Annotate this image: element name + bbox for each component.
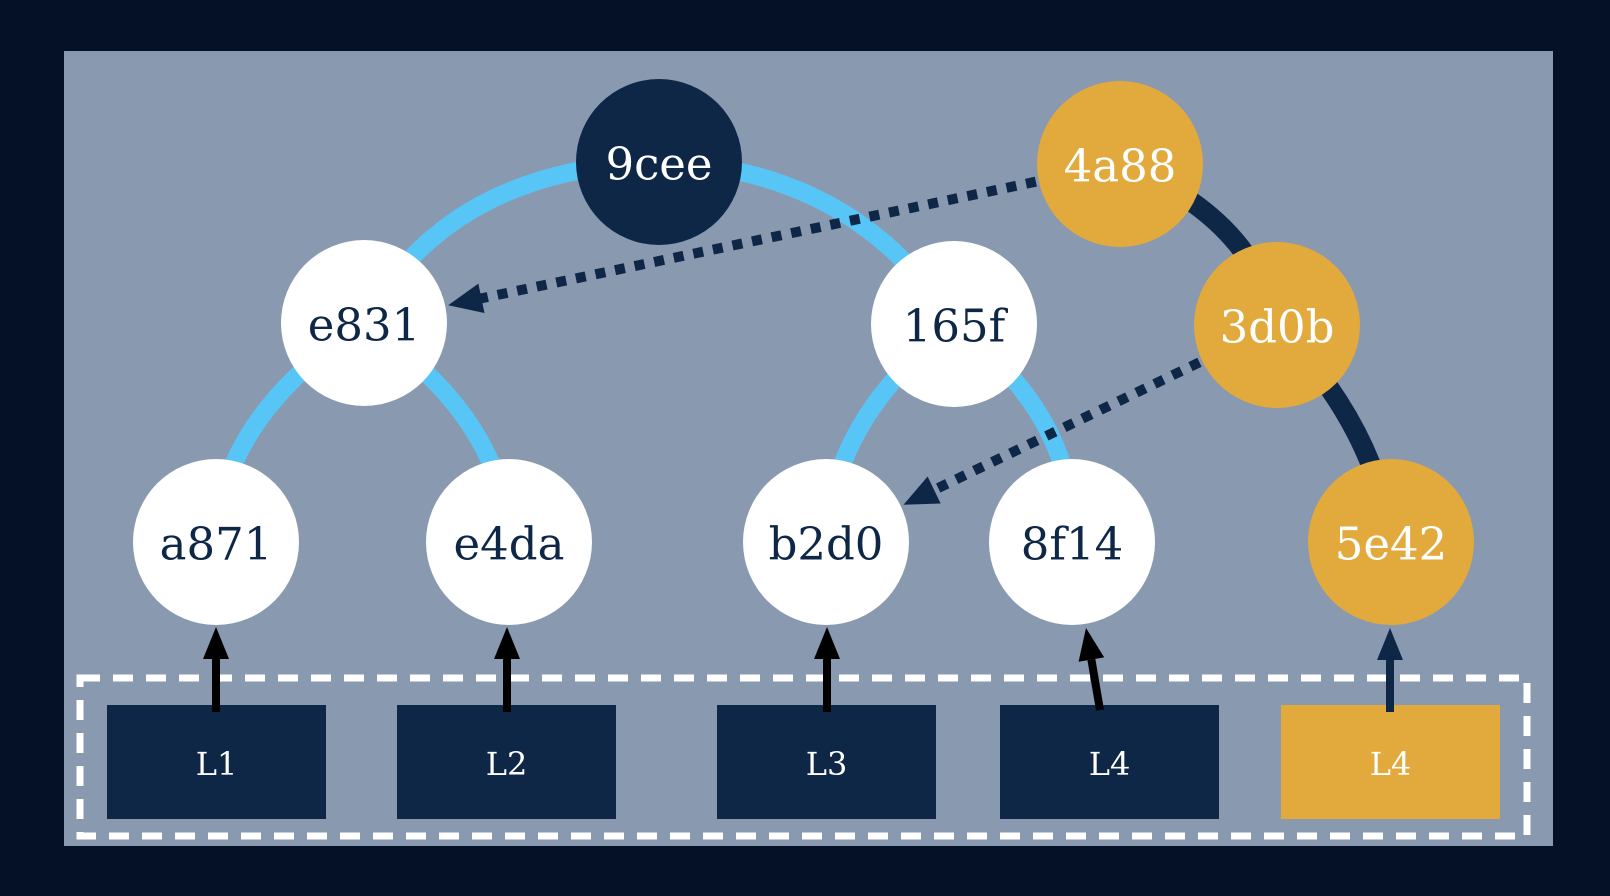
- leaf-box-label-3: L4: [1089, 745, 1131, 783]
- leaf-box-label-2: L3: [806, 745, 848, 783]
- tree-node-a871: [133, 459, 299, 625]
- leaf-arrow-3-to-8f14: [1078, 628, 1105, 711]
- tree-node-label-165f: 165f: [903, 300, 1009, 353]
- tree-node-e831: [281, 240, 447, 406]
- tree-node-label-b2d0: b2d0: [769, 518, 884, 571]
- leaf-box-0-l1: [107, 705, 326, 819]
- tree-node-165f: [871, 241, 1037, 407]
- leaf-arrowhead-icon: [1377, 628, 1403, 660]
- leaf-box-4-l4: [1281, 705, 1500, 819]
- tree-node-9cee: [576, 79, 742, 245]
- leaf-box-label-0: L1: [196, 745, 238, 783]
- tree-node-label-5e42: 5e42: [1335, 518, 1448, 571]
- leaf-arrowhead-icon: [203, 627, 229, 659]
- leaf-arrow-4-to-5e42: [1377, 628, 1403, 712]
- leaf-arrowhead-icon: [1078, 628, 1105, 662]
- tree-node-label-4a88: 4a88: [1064, 140, 1177, 193]
- leaf-arrow-shaft: [1087, 658, 1104, 711]
- leaf-box-label-4: L4: [1370, 745, 1412, 783]
- leaf-box-2-l3: [717, 705, 936, 819]
- leaf-arrowhead-icon: [814, 627, 840, 659]
- tree-node-label-9cee: 9cee: [605, 138, 712, 191]
- leaf-box-3-l4: [1000, 705, 1219, 819]
- tree-node-4a88: [1037, 81, 1203, 247]
- proof-arrow-dotted-line: [928, 357, 1202, 497]
- leaf-group-outline: [76, 674, 1531, 840]
- tree-node-label-a871: a871: [160, 518, 273, 571]
- tree-node-label-e4da: e4da: [454, 518, 565, 571]
- tree-node-8f14: [989, 459, 1155, 625]
- leaf-box-label-1: L2: [486, 745, 528, 783]
- leaf-arrow-2-to-b2d0: [814, 627, 840, 712]
- proof-arrow-4a88-e831: [448, 176, 1037, 313]
- tree-node-label-8f14: 8f14: [1021, 518, 1124, 571]
- leaf-arrow-1-to-e4da: [494, 627, 520, 712]
- leaf-arrow-0-to-a871: [203, 627, 229, 712]
- leaf-arrowhead-icon: [494, 627, 520, 659]
- tree-node-5e42: [1308, 459, 1474, 625]
- proof-arrow-dotted-line: [476, 176, 1037, 305]
- tree-node-label-3d0b: 3d0b: [1220, 301, 1335, 354]
- tree-node-label-e831: e831: [308, 299, 421, 352]
- proof-arrowhead-icon: [448, 283, 485, 313]
- tree-node-b2d0: [743, 459, 909, 625]
- tree-node-e4da: [426, 459, 592, 625]
- leaf-box-1-l2: [397, 705, 616, 819]
- proof-arrow-3d0b-b2d0: [903, 357, 1202, 505]
- tree-node-3d0b: [1194, 242, 1360, 408]
- proof-arrowhead-icon: [903, 476, 941, 505]
